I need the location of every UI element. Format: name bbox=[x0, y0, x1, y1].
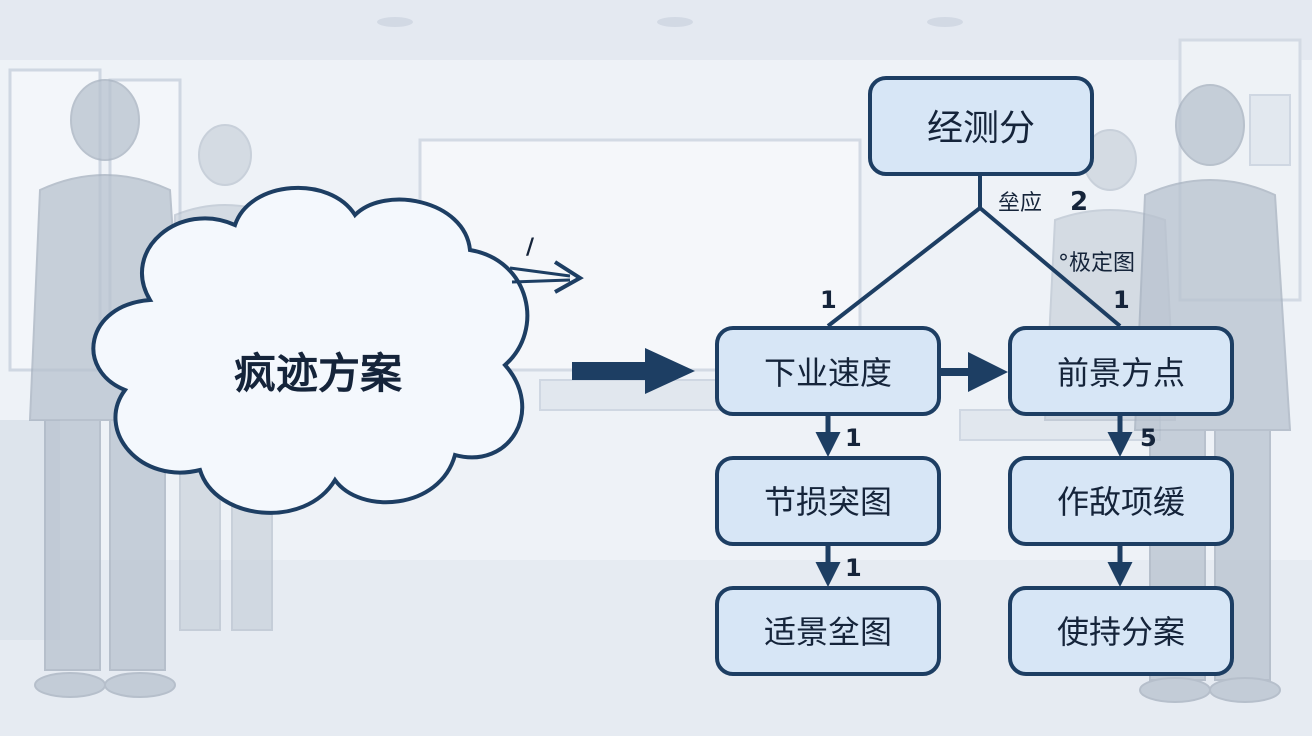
motion-mark-text: / bbox=[526, 235, 535, 260]
edge-label-right-mid: °极定图 bbox=[1058, 251, 1135, 276]
cloud-shape bbox=[91, 185, 530, 515]
node-right-2: 作敌项缓 bbox=[1008, 456, 1234, 546]
node-right-3: 使持分案 bbox=[1008, 586, 1234, 676]
node-top-label: 经测分 bbox=[927, 108, 1035, 149]
edge-labels: 垒应 2 °极定图 1 1 1 1 5 bbox=[820, 187, 1157, 582]
edge-top-left bbox=[826, 206, 982, 328]
node-left-3: 适景坌图 bbox=[715, 586, 941, 676]
edge-label-left-down-1: 1 bbox=[845, 424, 862, 452]
node-right-1-label: 前景方点 bbox=[1057, 354, 1185, 392]
node-left-2: 节损突图 bbox=[715, 456, 941, 546]
edge-label-left-down-2: 1 bbox=[845, 554, 862, 582]
edge-top-right bbox=[978, 206, 1122, 328]
motion-marks: / bbox=[509, 235, 584, 294]
edge-label-split-right: 1 bbox=[1113, 286, 1130, 314]
node-left-2-label: 节损突图 bbox=[764, 483, 892, 521]
node-top: 经测分 bbox=[868, 76, 1094, 176]
node-left-1-label: 下业速度 bbox=[764, 354, 892, 392]
idea-cloud: 疯迹方案 bbox=[91, 185, 530, 515]
edge-label-split-left: 1 bbox=[820, 286, 837, 314]
node-left-3-label: 适景坌图 bbox=[764, 613, 892, 651]
edges bbox=[815, 175, 1133, 587]
node-right-2-label: 作敌项缓 bbox=[1057, 483, 1185, 521]
node-right-3-label: 使持分案 bbox=[1057, 613, 1185, 651]
edge-label-right-down-1: 5 bbox=[1140, 424, 1157, 452]
node-right-1: 前景方点 bbox=[1008, 326, 1234, 416]
cloud-label: 疯迹方案 bbox=[234, 349, 403, 398]
cloud-to-first-arrow bbox=[572, 348, 695, 394]
node-left-1: 下业速度 bbox=[715, 326, 941, 416]
edge-label-top-right-number: 2 bbox=[1070, 187, 1088, 217]
edge-label-top-right: 垒应 bbox=[998, 191, 1042, 216]
